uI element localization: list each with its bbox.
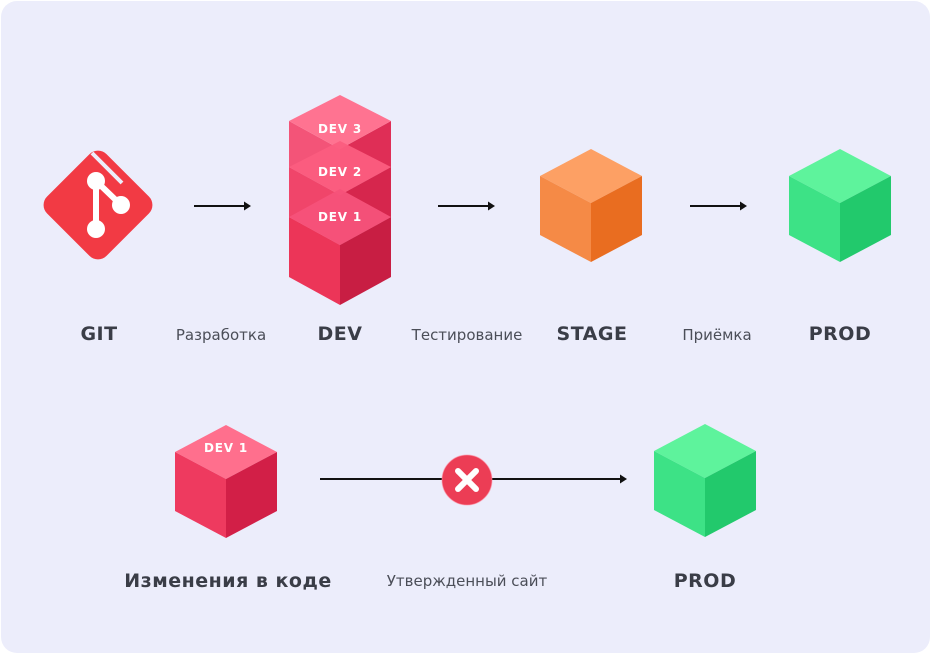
dev-label: DEV <box>317 323 363 345</box>
prod-label: PROD <box>808 323 872 345</box>
arrow-dev-to-stage <box>438 201 495 211</box>
dev-cube-bottom: DEV 1 <box>175 425 277 538</box>
edge-label-testing: Тестирование <box>411 326 523 344</box>
git-label: GIT <box>80 323 118 345</box>
dev-bottom-cube-label: DEV 1 <box>204 441 248 455</box>
prod-cube-bottom <box>654 424 756 537</box>
prod-bottom-label: PROD <box>673 570 737 592</box>
stage-label: STAGE <box>556 323 628 345</box>
dev-stack-label-3: DEV 3 <box>318 122 362 136</box>
git-logo-icon <box>43 150 153 260</box>
edge-label-acceptance: Приёмка <box>682 326 752 344</box>
arrow-git-to-dev <box>194 201 251 211</box>
arrow-stage-to-prod <box>690 201 747 211</box>
dev-stack-label-1: DEV 1 <box>318 210 362 224</box>
stage-cube <box>540 149 642 262</box>
dev-cube-stack: DEV 3 DEV 2 DEV 1 <box>289 95 391 305</box>
dev-stack-label-2: DEV 2 <box>318 165 362 179</box>
blocked-x-icon <box>441 454 493 506</box>
prod-cube <box>789 149 891 262</box>
code-changes-label: Изменения в коде <box>124 570 332 592</box>
edge-label-development: Разработка <box>175 326 267 344</box>
edge-label-approved-site: Утвержденный сайт <box>386 572 548 590</box>
